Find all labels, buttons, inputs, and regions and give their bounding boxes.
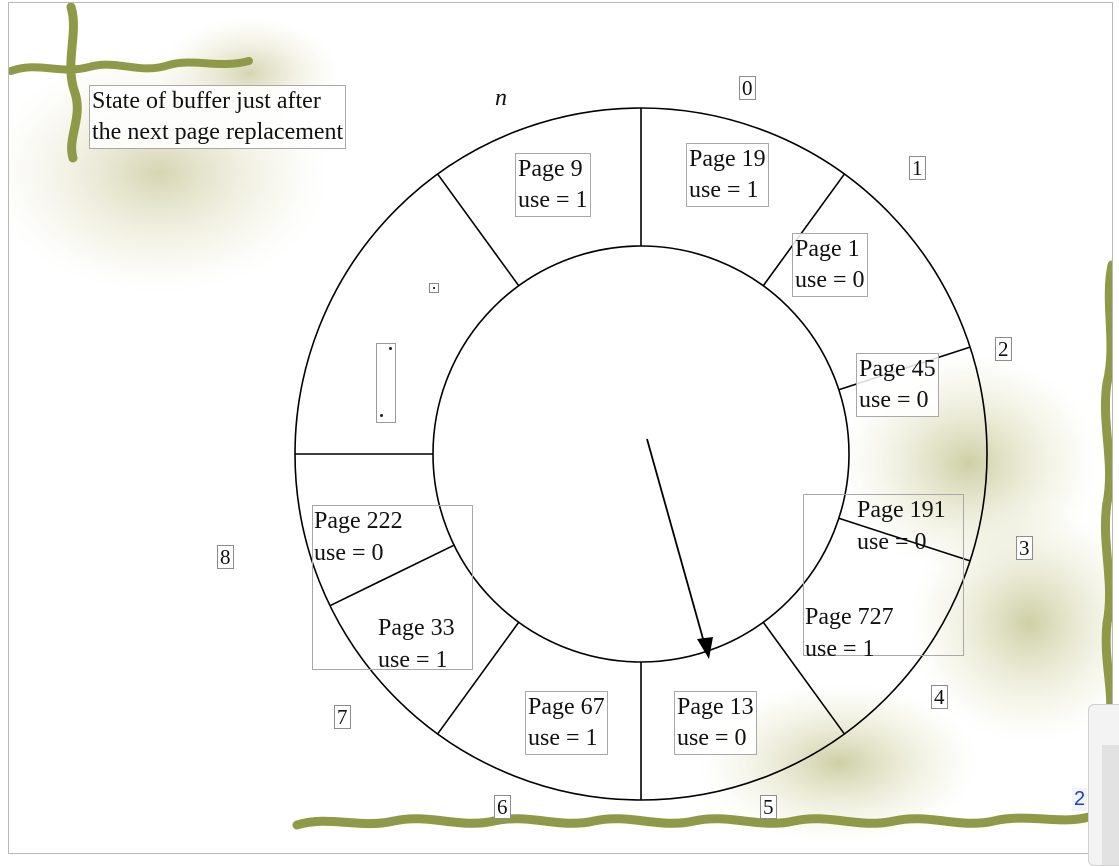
frame-page: Page 727 [805,604,894,630]
frame-label-slot-5: Page 13 use = 0 [674,691,757,755]
slot-index-0: 0 [739,76,756,100]
frame-use-bit: use = 0 [857,529,927,555]
frame-label-slot-2: Page 45 use = 0 [856,353,939,417]
slot-index-6: 6 [494,795,511,819]
vertical-ellipsis [376,343,396,423]
frame-divider [838,517,971,562]
frame-page: Page 191 [857,497,946,523]
vine-horizontal-bottom [292,812,1094,830]
slot-index-3: 3 [1016,536,1033,560]
slot-index-4: 4 [931,685,948,709]
frame-page: Page 33 [378,615,455,641]
frame-label-group-7-8: Page 222 use = 0 Page 33 use = 1 [312,505,473,673]
frame-page: Page 19 [689,146,766,172]
frame-page: Page 9 [518,156,583,182]
ellipsis-marker [429,283,439,293]
inner-circle [432,245,850,663]
frame-use-bit: use = 0 [677,725,747,751]
clock-pointer [646,438,708,654]
slot-index-n: n [495,85,507,111]
caption-line-1: State of buffer just after [92,88,321,114]
frame-page: Page 13 [677,694,754,720]
frame-use-bit: use = 0 [314,540,384,566]
frame-divider [436,173,520,287]
caption-line-2: the next page replacement [92,119,344,145]
frame-use-bit: use = 0 [859,387,929,413]
slot-index-1: 1 [909,156,926,180]
frame-page: Page 45 [859,356,936,382]
frame-use-bit: use = 1 [689,177,759,203]
vine-vertical-right [1100,260,1112,728]
frame-divider [762,621,846,735]
frame-use-bit: use = 1 [378,647,448,673]
frame-divider [436,621,520,735]
frame-divider [329,544,455,607]
frame-label-slot-n: Page 9 use = 1 [515,153,591,217]
foliage-blot-lower-right [909,503,1112,743]
frame-label-slot-1: Page 1 use = 0 [792,233,868,297]
frame-use-bit: use = 1 [528,725,598,751]
vine-vertical-left [66,3,82,163]
frame-page: Page 222 [314,508,403,534]
frame-page: Page 1 [795,236,860,262]
slot-index-7: 7 [334,705,351,729]
vine-horizontal-top [9,57,253,75]
frame-label-group-3-4: Page 191 use = 0 Page 727 use = 1 [803,494,964,662]
frame-use-bit: use = 1 [805,636,875,662]
frame-dividers [295,108,971,800]
clock-pointer-arrowhead [697,637,713,659]
slot-index-5: 5 [760,795,777,819]
frame-page: Page 67 [528,694,605,720]
slot-index-8: 8 [217,545,234,569]
caption-box: State of buffer just after the next page… [89,85,347,149]
slot-index-2: 2 [995,337,1012,361]
slide-number: 2 [1072,788,1088,811]
frame-divider [762,173,846,287]
slide-frame: State of buffer just after the next page… [8,2,1113,854]
frame-use-bit: use = 0 [795,267,865,293]
frame-label-slot-0: Page 19 use = 1 [686,143,769,207]
frame-use-bit: use = 1 [518,187,588,213]
frame-label-slot-6: Page 67 use = 1 [525,691,608,755]
side-panel-inner [1102,745,1119,865]
clock-buffer-diagram [294,107,988,801]
